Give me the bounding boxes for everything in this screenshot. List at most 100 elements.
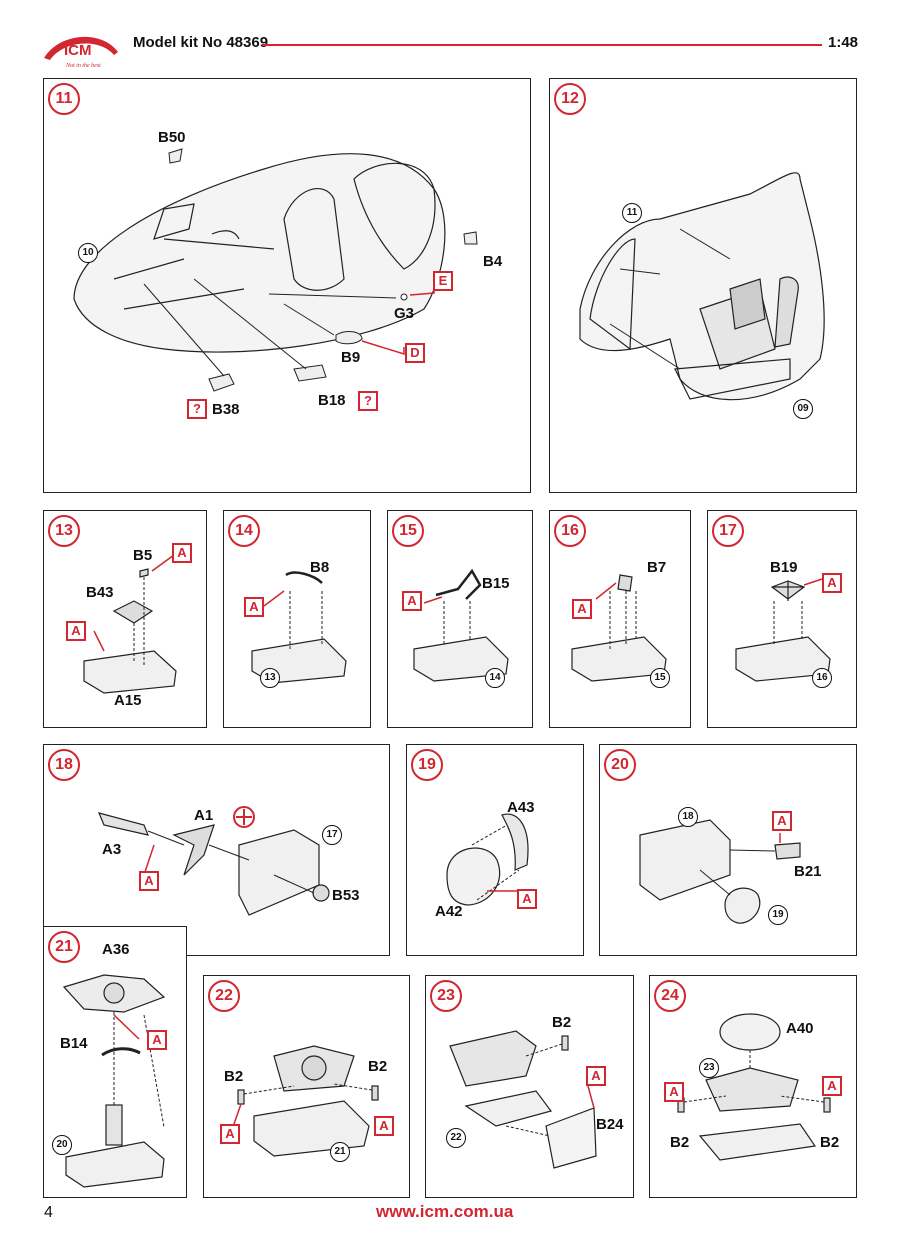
part-label-b21: B21	[794, 863, 822, 880]
main-rotor-hub-drawing	[62, 974, 166, 1188]
part-label-a43: A43	[507, 799, 535, 816]
swashplate-link-drawing	[413, 568, 509, 682]
part-label-b38: B38	[212, 401, 240, 418]
website-link[interactable]: www.icm.com.ua	[376, 1202, 514, 1221]
part-label-a42: A42	[435, 903, 463, 920]
paint-callout-a-left: A	[664, 1082, 684, 1102]
part-label-b5: B5	[133, 547, 153, 564]
paint-callout-a: A	[66, 621, 86, 641]
reference-step-13: 13	[260, 668, 280, 688]
step-number: 19	[411, 749, 443, 781]
part-label-b24: B24	[596, 1116, 624, 1133]
reference-step-17: 17	[322, 825, 342, 845]
paint-callout-a: A	[139, 871, 159, 891]
part-label-b50: B50	[158, 129, 186, 146]
step-number: 21	[48, 931, 80, 963]
part-label-b43: B43	[86, 584, 114, 601]
paint-callout-a: A	[517, 889, 537, 909]
step-number: 24	[654, 980, 686, 1012]
step-23-panel: 23 B2 A B24 22	[425, 975, 634, 1198]
rotor-head-assembly-drawing	[97, 806, 330, 916]
paint-callout-a: A	[822, 573, 842, 593]
step-number: 14	[228, 515, 260, 547]
part-label-b2: B2	[552, 1014, 572, 1031]
step-22-panel: 22 B2 B2 A A 21	[203, 975, 410, 1198]
rotor-cap-drawing	[673, 1013, 831, 1161]
part-label-b4: B4	[483, 253, 503, 270]
paint-callout-d: D	[405, 343, 425, 363]
reference-step-11: 11	[622, 203, 642, 223]
reference-step-10: 10	[78, 243, 98, 263]
reference-step-20: 20	[52, 1135, 72, 1155]
step-number: 12	[554, 83, 586, 115]
step-24-panel: 24 A40 23 A A B2 B2	[649, 975, 857, 1198]
reference-step-21: 21	[330, 1142, 350, 1162]
part-label-a40: A40	[786, 1020, 814, 1037]
part-label-b7: B7	[647, 559, 667, 576]
paint-callout-a: A	[586, 1066, 606, 1086]
part-label-a1: A1	[194, 807, 214, 824]
step-18-panel: 18 A1 A3 A 17 B53	[43, 744, 390, 956]
dome-cover-drawing	[446, 813, 529, 906]
part-label-a36: A36	[102, 941, 130, 958]
step-12-panel: 12 11 09	[549, 78, 857, 493]
cockpit-drawing	[579, 172, 825, 401]
paint-callout-a: A	[572, 599, 592, 619]
step-number: 11	[48, 83, 80, 115]
part-label-b15: B15	[482, 575, 510, 592]
step-number: 15	[392, 515, 424, 547]
step-16-panel: 16 B7 A 15	[549, 510, 691, 728]
reference-step-23: 23	[699, 1058, 719, 1078]
reference-step-15: 15	[650, 668, 670, 688]
reference-step-18: 18	[678, 807, 698, 827]
svg-text:Not in the best: Not in the best	[65, 63, 101, 69]
paint-callout-a: A	[402, 591, 422, 611]
page-number: 4	[44, 1204, 53, 1221]
paint-callout-a: A	[172, 543, 192, 563]
reference-step-16: 16	[812, 668, 832, 688]
part-label-b8: B8	[310, 559, 330, 576]
part-label-b19: B19	[770, 559, 798, 576]
step-number: 23	[430, 980, 462, 1012]
paint-callout-a: A	[147, 1030, 167, 1050]
fuselage-drawing	[73, 148, 478, 392]
paint-callout-a-right: A	[822, 1076, 842, 1096]
part-label-b2-right: B2	[820, 1134, 840, 1151]
reference-step-09: 09	[793, 399, 813, 419]
step-number: 22	[208, 980, 240, 1012]
part-label-b53: B53	[332, 887, 360, 904]
star-plate-drawing	[735, 578, 831, 682]
step-21-panel: 21 A36 A B14 20	[43, 926, 187, 1198]
part-label-a3: A3	[102, 841, 122, 858]
part-label-b2-left: B2	[670, 1134, 690, 1151]
paint-callout-unknown-b18: ?	[358, 391, 378, 411]
step-number: 18	[48, 749, 80, 781]
rotor-hub-cover-drawing	[639, 819, 801, 924]
paint-callout-unknown-b38: ?	[187, 399, 207, 419]
paint-callout-a-right: A	[374, 1116, 394, 1136]
step-13-panel: 13 B5 A B43 A A15	[43, 510, 207, 728]
svg-text:ICM: ICM	[64, 42, 92, 59]
paint-callout-e: E	[433, 271, 453, 291]
step-number: 13	[48, 515, 80, 547]
part-label-b2-right: B2	[368, 1058, 388, 1075]
icm-logo: ICM Not in the best	[44, 36, 118, 69]
page-header: ICM Not in the best Model kit No 48369 1…	[0, 0, 900, 80]
paint-callout-a-left: A	[220, 1124, 240, 1144]
part-label-b14: B14	[60, 1035, 88, 1052]
reference-step-14: 14	[485, 668, 505, 688]
reference-step-22: 22	[446, 1128, 466, 1148]
step-number: 16	[554, 515, 586, 547]
step-17-panel: 17 B19 A 16	[707, 510, 857, 728]
part-label-b18: B18	[318, 392, 346, 409]
kit-title: Model kit No 48369	[133, 34, 269, 51]
rotor-damper-drawing	[233, 1045, 379, 1157]
rotor-shield-drawing	[449, 1030, 597, 1169]
part-label-g3: G3	[394, 305, 415, 322]
step-20-panel: 20 18 A B21 19	[599, 744, 857, 956]
step-11-panel: 11 B50 10 B4 E G3 D B9 ? B38 B18 ?	[43, 78, 531, 493]
part-label-a15: A15	[114, 692, 142, 709]
step-number: 17	[712, 515, 744, 547]
part-label-b2-left: B2	[224, 1068, 244, 1085]
step-14-panel: 14 B8 A 13	[223, 510, 371, 728]
